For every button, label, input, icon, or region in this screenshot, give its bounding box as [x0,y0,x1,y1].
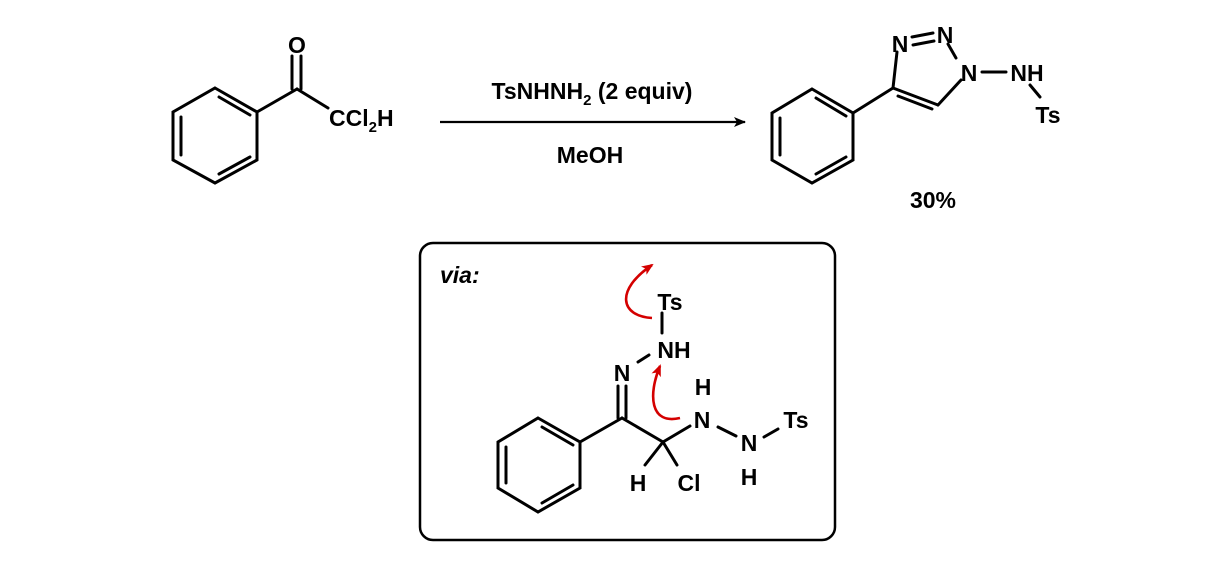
via-label: via: [440,262,480,288]
solvent-label: MeOH [557,142,623,168]
n-far-label: N [741,430,758,456]
benzene-ring [770,87,855,185]
benzene-ring [496,416,582,514]
n-right-label: N [694,407,711,433]
ts-top-label: Ts [657,289,682,315]
box-border [418,241,837,542]
ccl2h-label: CCl2H [329,105,394,136]
nh-top-label: NH [657,337,690,363]
reaction-arrow: TsNHNH2 (2 equiv) MeOH [440,78,746,168]
benzene-ring [171,86,259,185]
product-triazole: N N N NH Ts 30% [770,22,1061,213]
ts-right-label: Ts [783,407,808,433]
h-label: H [630,470,647,496]
n-far-h-label: H [741,464,758,490]
imine-n-label: N [614,360,631,386]
bond [295,87,330,110]
intermediate-box: via: Ts NH N H Cl H N N H Ts [418,241,837,542]
curved-arrow-n-attack [651,364,681,421]
curved-arrow-ts-leaving [624,263,654,320]
ts-label: Ts [1035,102,1060,128]
nh-label: NH [1010,60,1043,86]
starting-material-dichloroacetophenone: O CCl2H [171,32,394,185]
n2-label: N [937,22,954,48]
bond [255,87,299,114]
yield-label: 30% [910,187,956,213]
n1-label: N [961,60,978,86]
nh-h-label: H [695,374,712,400]
cl-label: Cl [678,470,701,496]
reagent-label: TsNHNH2 (2 equiv) [492,78,693,109]
oxygen-label: O [288,32,306,58]
n3-label: N [892,31,909,57]
